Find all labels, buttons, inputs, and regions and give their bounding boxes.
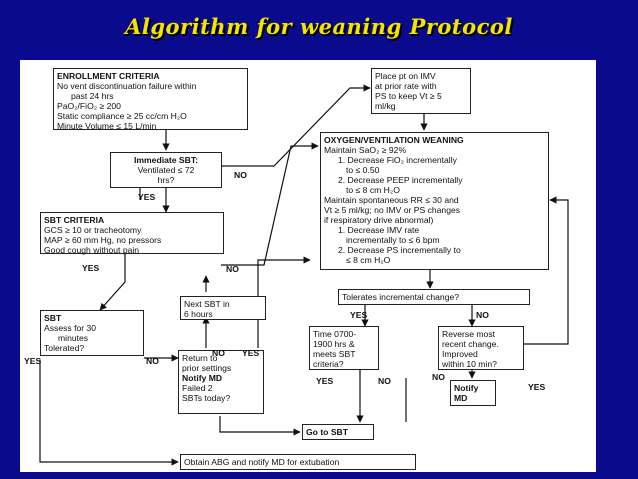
imv-line: ml/kg [375, 101, 396, 111]
obtain-abg-box: Obtain ABG and notify MD for extubation [180, 454, 416, 470]
oxygen-weaning-box: OXYGEN/VENTILATION WEANING Maintain SaO₂… [320, 132, 549, 270]
sbt-criteria-line: Good cough without pain [44, 245, 140, 255]
label-yes: YES [24, 356, 42, 366]
goto-line: Go to SBT [306, 427, 349, 437]
reverse-line: Improved [442, 349, 478, 359]
return-line: Failed 2 [182, 383, 213, 393]
tolerates-line: Tolerates incremental change? [342, 292, 460, 302]
connector-lines [39, 84, 569, 466]
label-no: NO [226, 264, 239, 274]
label-yes: YES [316, 376, 334, 386]
label-no: NO [432, 372, 445, 382]
slide-title: Algorithm for weaning Protocol [125, 14, 513, 39]
label-yes: YES [528, 382, 546, 392]
notify-line: Notify [454, 383, 479, 393]
oxygen-line: to ≤ 8 cm H₂O [346, 185, 400, 195]
return-line: Notify MD [182, 373, 223, 383]
return-line: Return to [182, 353, 218, 363]
reverse-line: within 10 min? [442, 359, 497, 369]
flowchart-panel: ENROLLMENT CRITERIA No vent discontinuat… [20, 60, 596, 472]
imv-line: PS to keep Vt ≥ 5 [375, 91, 442, 101]
return-line: SBTs today? [182, 393, 231, 403]
reverse-box: Reverse most recent change. Improved wit… [438, 326, 524, 370]
enrollment-line: Static compliance ≥ 25 cc/cm H₂O [57, 111, 187, 121]
notify-md-box: Notify MD [450, 380, 496, 406]
immediate-sbt-line: Ventilated ≤ 72 [137, 165, 195, 175]
return-box: Return to prior settings Notify MD Faile… [178, 350, 264, 414]
label-no: NO [234, 170, 247, 180]
oxygen-line: Maintain SaO₂ ≥ 92% [324, 145, 407, 155]
sbt-criteria-line: MAP ≥ 60 mm Hg, no pressors [44, 235, 162, 245]
next-sbt-box: Next SBT in 6 hours [180, 296, 266, 320]
time-line: 1900 hrs & [313, 339, 355, 349]
immediate-sbt-line: Immediate SBT: [134, 155, 198, 165]
sbt-criteria-line: GCS ≥ 10 or tracheotomy [44, 225, 142, 235]
oxygen-line: to ≤ 0.50 [346, 165, 380, 175]
obtain-line: Obtain ABG and notify MD for extubation [184, 457, 340, 467]
tolerates-box: Tolerates incremental change? [338, 289, 530, 305]
immediate-sbt-box: Immediate SBT: Ventilated ≤ 72 hrs? [110, 152, 222, 188]
oxygen-line: ≤ 8 cm H₂O [346, 255, 391, 265]
reverse-line: Reverse most [442, 329, 496, 339]
sbt-line: Tolerated? [44, 343, 85, 353]
label-yes: YES [350, 310, 368, 320]
label-yes: YES [82, 263, 100, 273]
label-no: NO [212, 348, 225, 358]
time-criteria-box: Time 0700- 1900 hrs & meets SBT criteria… [309, 326, 379, 370]
sbt-criteria-box: SBT CRITERIA GCS ≥ 10 or tracheotomy MAP… [40, 212, 224, 255]
next-sbt-line: Next SBT in [184, 299, 230, 309]
oxygen-line: Vt ≥ 5 ml/kg; no IMV or PS changes [324, 205, 461, 215]
oxygen-line: 2. Decrease PEEP incrementally [338, 175, 463, 185]
imv-box: Place pt on IMV at prior rate with PS to… [371, 68, 471, 114]
oxygen-line: if respiratory drive abnormal) [324, 215, 434, 225]
label-no: NO [476, 310, 489, 320]
reverse-line: recent change. [442, 339, 499, 349]
enrollment-criteria-box: ENROLLMENT CRITERIA No vent discontinuat… [53, 68, 248, 131]
sbt-heading: SBT [44, 313, 62, 323]
oxygen-line: incrementally to ≤ 6 bpm [346, 235, 440, 245]
oxygen-line: 1. Decrease FiO₂ incrementally [338, 155, 457, 165]
sbt-box: SBT Assess for 30 minutes Tolerated? [40, 310, 144, 356]
imv-line: Place pt on IMV [375, 71, 436, 81]
enrollment-heading: ENROLLMENT CRITERIA [57, 71, 160, 81]
go-to-sbt-box: Go to SBT [302, 424, 374, 440]
return-line: prior settings [182, 363, 232, 373]
time-line: criteria? [313, 359, 344, 369]
enrollment-line: PaO₂/FiO₂ ≥ 200 [57, 101, 121, 111]
imv-line: at prior rate with [375, 81, 437, 91]
oxygen-heading: OXYGEN/VENTILATION WEANING [324, 135, 464, 145]
oxygen-line: Maintain spontaneous RR ≤ 30 and [324, 195, 459, 205]
immediate-sbt-line: hrs? [157, 175, 175, 185]
oxygen-line: 1. Decrease IMV rate [338, 225, 420, 235]
next-sbt-line: 6 hours [184, 309, 213, 319]
label-no: NO [146, 356, 159, 366]
time-line: meets SBT [313, 349, 356, 359]
notify-line: MD [454, 393, 468, 403]
sbt-line: Assess for 30 [44, 323, 97, 333]
label-yes: YES [242, 348, 260, 358]
enrollment-line: Minute Volume ≤ 15 L/min [57, 121, 157, 131]
enrollment-line: past 24 hrs [71, 91, 114, 101]
sbt-criteria-heading: SBT CRITERIA [44, 215, 105, 225]
enrollment-line: No vent discontinuation failure within [57, 81, 197, 91]
label-yes: YES [138, 192, 156, 202]
oxygen-line: 2. Decrease PS incrementally to [338, 245, 461, 255]
time-line: Time 0700- [313, 329, 357, 339]
label-no: NO [378, 376, 391, 386]
sbt-line: minutes [58, 333, 89, 343]
